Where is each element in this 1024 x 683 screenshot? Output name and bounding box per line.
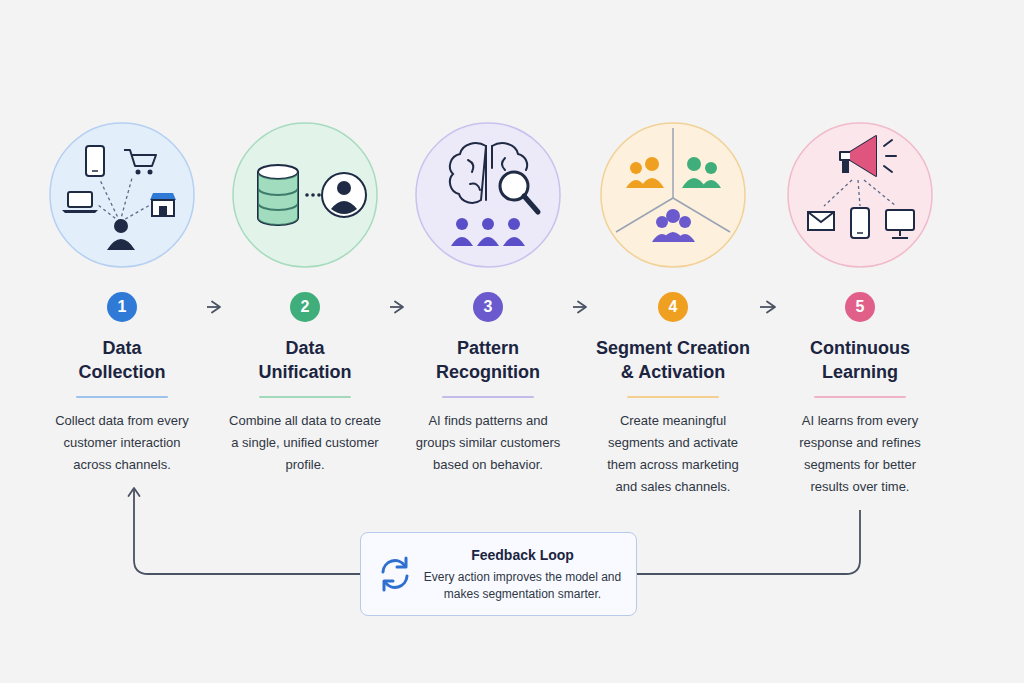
step-column: 1Data CollectionCollect data from every … — [39, 292, 205, 484]
connector — [207, 302, 220, 313]
number-badge: 4 — [658, 292, 688, 322]
step-column: 2Data UnificationCombine all data to cre… — [222, 292, 388, 484]
feedback-text: Feedback LoopEvery action improves the m… — [423, 545, 622, 603]
step-title: Continuous Learning — [801, 336, 919, 384]
connector — [760, 302, 775, 313]
unification-icon — [233, 123, 377, 267]
step-column: 3Pattern Recognition AI finds patterns an… — [405, 292, 571, 484]
connector — [637, 510, 860, 574]
arrow-head — [129, 488, 140, 496]
learning-icon — [788, 123, 932, 267]
feedback-description: Every action improves the model and make… — [423, 569, 622, 603]
title-underline — [442, 396, 534, 398]
number-badge: 2 — [290, 292, 320, 322]
number-badge: 5 — [845, 292, 875, 322]
collection-icon — [50, 123, 194, 267]
connector — [573, 302, 586, 313]
connector — [129, 488, 361, 574]
connector — [390, 302, 403, 313]
recognition-icon — [416, 123, 560, 267]
refresh-head — [397, 558, 406, 567]
feedback-box: Feedback LoopEvery action improves the m… — [360, 532, 637, 616]
step-description: AI learns from every response and refine… — [784, 410, 936, 498]
refresh-head — [384, 581, 393, 590]
step-description: Combine all data to create a single, uni… — [229, 410, 381, 476]
arrow-head — [767, 302, 775, 313]
step-title: Data Unification — [246, 336, 364, 384]
connector-line — [637, 510, 860, 574]
step-column: 5Continuous Learning AI learns from every… — [777, 292, 943, 506]
number-badge: 3 — [473, 292, 503, 322]
arrow-head — [395, 302, 403, 313]
step-description: Create meaningful segments and activate … — [597, 410, 749, 498]
step-description: Collect data from every customer interac… — [46, 410, 198, 476]
title-underline — [627, 396, 719, 398]
title-underline — [259, 396, 351, 398]
title-underline — [814, 396, 906, 398]
segments-icon — [601, 123, 745, 267]
number-badge: 1 — [107, 292, 137, 322]
step-column: 4Segment Creation & ActivationCreate mea… — [588, 292, 758, 506]
step-title: Data Collection — [63, 336, 181, 384]
arrow-head — [212, 302, 220, 313]
title-underline — [76, 396, 168, 398]
feedback-title: Feedback Loop — [423, 545, 622, 565]
arrow-head — [578, 302, 586, 313]
refresh-icon — [375, 554, 415, 594]
step-title: Pattern Recognition — [429, 336, 547, 384]
step-title: Segment Creation & Activation — [588, 336, 758, 384]
step-description: AI finds patterns and groups similar cus… — [412, 410, 564, 476]
connector-line — [134, 488, 360, 574]
